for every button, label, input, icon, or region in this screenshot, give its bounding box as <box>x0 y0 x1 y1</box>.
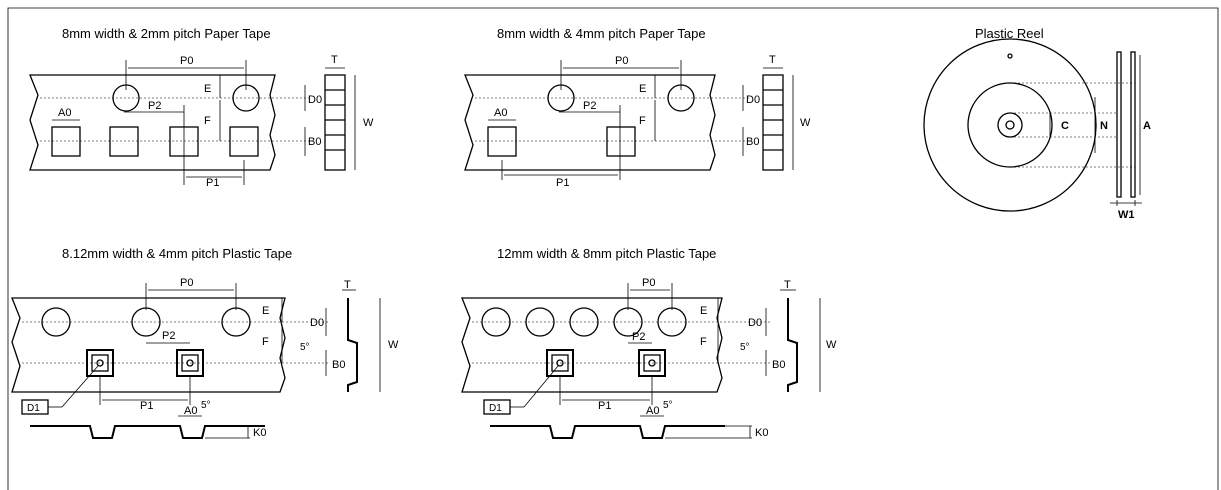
panel-paper-tape-2mm: 8mm width & 2mm pitch Paper Tape P0 P2 A… <box>29 26 374 189</box>
panel-title: 12mm width & 8mm pitch Plastic Tape <box>497 246 716 261</box>
tape-body <box>29 74 276 171</box>
label-angle: 5° <box>740 342 750 353</box>
panel-plastic-tape-4mm: 8.12mm width & 4mm pitch Plastic Tape P0… <box>11 246 399 439</box>
label-n: N <box>1100 120 1108 132</box>
reel-arbor-hole <box>997 112 1023 138</box>
label-p2: P2 <box>583 100 596 112</box>
label-p1: P1 <box>556 177 569 189</box>
reel-side-flange <box>1130 51 1136 198</box>
tape-side-view <box>324 74 346 171</box>
component-cavity <box>229 126 259 157</box>
panel-title: Plastic Reel <box>975 26 1044 41</box>
label-w: W <box>826 339 837 351</box>
label-p1: P1 <box>206 177 219 189</box>
tape-side-view <box>762 74 784 171</box>
reel-flange <box>923 38 1097 212</box>
label-angle: 5° <box>201 400 211 411</box>
reel-hub <box>967 82 1053 168</box>
label-b0: B0 <box>772 359 785 371</box>
tape-side-profile <box>787 298 798 392</box>
tape-body <box>11 297 286 393</box>
tape-side-profile <box>347 298 358 392</box>
label-d0: D0 <box>746 94 760 106</box>
tape-body <box>464 74 716 171</box>
label-a0: A0 <box>184 405 197 417</box>
label-t: T <box>769 54 776 66</box>
label-d0: D0 <box>748 317 762 329</box>
label-p2: P2 <box>148 100 161 112</box>
label-e: E <box>204 83 211 95</box>
label-d1: D1 <box>27 403 40 414</box>
label-a0: A0 <box>494 107 507 119</box>
label-a0: A0 <box>58 107 71 119</box>
reel-marker <box>1007 53 1013 59</box>
label-angle: 5° <box>663 400 673 411</box>
label-p1: P1 <box>598 400 611 412</box>
component-cavity <box>487 126 517 157</box>
label-w1: W1 <box>1118 209 1135 221</box>
label-d0: D0 <box>308 94 322 106</box>
label-d0: D0 <box>310 317 324 329</box>
tape-cross-section <box>30 425 265 439</box>
reel-center <box>1005 120 1015 130</box>
label-a0: A0 <box>646 405 659 417</box>
label-w: W <box>363 117 374 129</box>
label-w: W <box>388 339 399 351</box>
label-p2: P2 <box>162 330 175 342</box>
d1-leader <box>523 365 559 408</box>
label-f: F <box>204 115 211 127</box>
panel-plastic-reel: Plastic Reel C N A W1 <box>923 26 1151 221</box>
component-cavity <box>51 126 81 157</box>
label-e: E <box>262 305 269 317</box>
component-cavity <box>606 126 636 157</box>
label-angle: 5° <box>300 342 310 353</box>
label-t: T <box>331 54 338 66</box>
panel-plastic-tape-8mm: 12mm width & 8mm pitch Plastic Tape P0 P… <box>461 246 837 439</box>
label-a: A <box>1143 120 1151 132</box>
label-c: C <box>1061 120 1069 132</box>
tape-body <box>461 297 723 393</box>
label-d1: D1 <box>489 403 502 414</box>
label-t: T <box>344 279 351 291</box>
panel-paper-tape-4mm: 8mm width & 4mm pitch Paper Tape P0 P2 A… <box>464 26 811 189</box>
label-b0: B0 <box>746 136 759 148</box>
label-e: E <box>639 83 646 95</box>
label-f: F <box>262 336 269 348</box>
reel-side-flange <box>1116 51 1122 198</box>
panel-title: 8mm width & 4mm pitch Paper Tape <box>497 26 706 41</box>
label-b0: B0 <box>332 359 345 371</box>
panel-title: 8.12mm width & 4mm pitch Plastic Tape <box>62 246 292 261</box>
frame-border <box>7 7 1219 490</box>
label-k0: K0 <box>755 427 768 439</box>
label-k0: K0 <box>253 427 266 439</box>
tape-cross-section <box>490 425 725 439</box>
label-f: F <box>639 115 646 127</box>
panel-title: 8mm width & 2mm pitch Paper Tape <box>62 26 271 41</box>
label-p1: P1 <box>140 400 153 412</box>
label-t: T <box>784 279 791 291</box>
label-p2: P2 <box>632 331 645 343</box>
d1-leader <box>61 365 99 408</box>
label-w: W <box>800 117 811 129</box>
label-e: E <box>700 305 707 317</box>
label-b0: B0 <box>308 136 321 148</box>
label-p0: P0 <box>180 277 193 289</box>
label-p0: P0 <box>180 55 193 67</box>
label-f: F <box>700 336 707 348</box>
label-p0: P0 <box>642 277 655 289</box>
component-cavity <box>109 126 139 157</box>
label-p0: P0 <box>615 55 628 67</box>
